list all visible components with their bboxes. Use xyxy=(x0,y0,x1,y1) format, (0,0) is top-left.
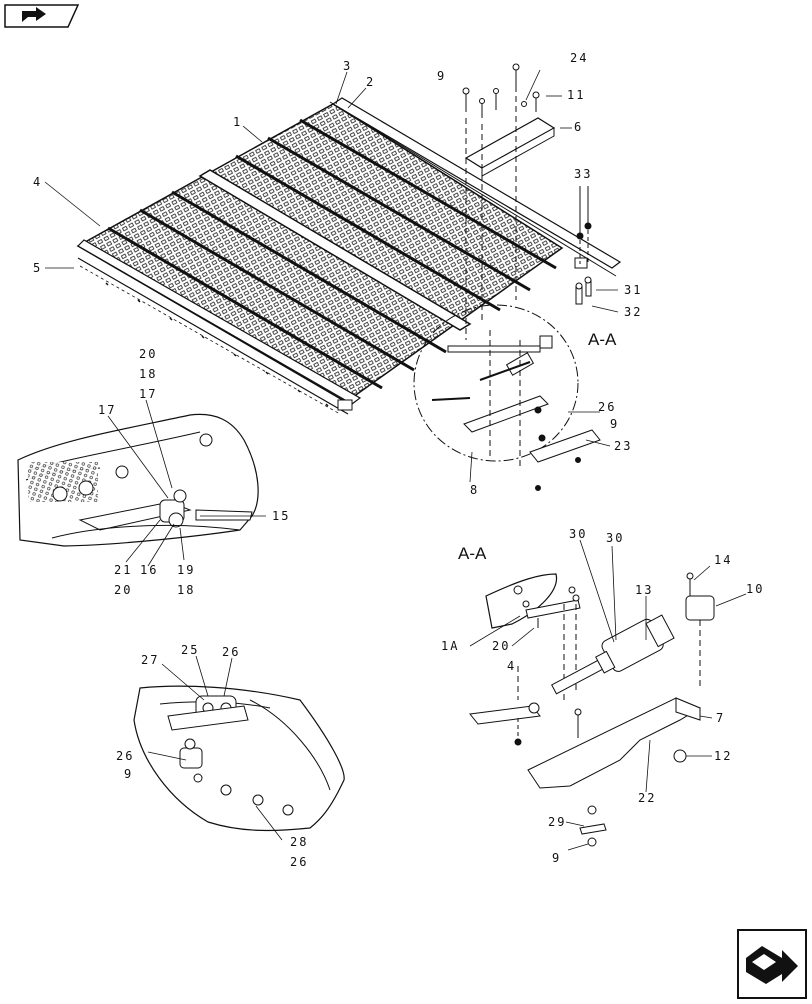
callout-27: 27 xyxy=(141,653,159,667)
callout-23: 23 xyxy=(614,439,632,453)
section-label-main: A-A xyxy=(588,330,617,349)
callout-30-a: 30 xyxy=(569,527,587,541)
callout-18-a: 18 xyxy=(139,367,157,381)
callout-4-b: 4 xyxy=(507,659,516,673)
callout-1A: 1A xyxy=(441,639,459,653)
callout-9-c: 9 xyxy=(124,767,133,781)
callout-9-top: 9 xyxy=(437,69,446,83)
callout-20-b: 20 xyxy=(114,583,132,597)
callout-11: 11 xyxy=(567,88,585,102)
callout-12: 12 xyxy=(714,749,732,763)
callout-33: 33 xyxy=(574,167,592,181)
next-page-arrow-icon xyxy=(746,946,798,984)
callout-labels: 3 2 1 4 5 9 24 11 6 33 31 32 26 9 23 8 2… xyxy=(33,51,764,869)
callout-20-a: 20 xyxy=(139,347,157,361)
callout-16: 16 xyxy=(140,563,158,577)
callout-24: 24 xyxy=(570,51,588,65)
section-label-enlarged: A-A xyxy=(458,544,487,563)
callout-3: 3 xyxy=(343,59,352,73)
section-a-a-detail-circle xyxy=(413,304,611,491)
concave-grate-assembly xyxy=(44,71,622,415)
callout-13: 13 xyxy=(635,583,653,597)
callout-25: 25 xyxy=(181,643,199,657)
callout-26-b: 26 xyxy=(222,645,240,659)
callout-26-mid: 26 xyxy=(598,400,616,414)
callout-19: 19 xyxy=(177,563,195,577)
callout-17-a: 17 xyxy=(139,387,157,401)
callout-21: 21 xyxy=(114,563,132,577)
callout-22: 22 xyxy=(638,791,656,805)
bracket-detail-view xyxy=(133,655,345,841)
callout-10: 10 xyxy=(746,582,764,596)
callout-4: 4 xyxy=(33,175,42,189)
callout-32: 32 xyxy=(624,305,642,319)
callout-26-c: 26 xyxy=(116,749,134,763)
callout-29: 29 xyxy=(548,815,566,829)
callout-26-d: 26 xyxy=(290,855,308,869)
callout-17-b: 17 xyxy=(98,403,116,417)
callout-31: 31 xyxy=(624,283,642,297)
callout-28: 28 xyxy=(290,835,308,849)
callout-8: 8 xyxy=(470,483,479,497)
callout-7: 7 xyxy=(716,711,725,725)
previous-page-button[interactable] xyxy=(4,4,80,28)
callout-5: 5 xyxy=(33,261,42,275)
callout-20-c: 20 xyxy=(492,639,510,653)
callout-30-b: 30 xyxy=(606,531,624,545)
upper-hardware-group xyxy=(462,63,619,340)
linkage-detail-view xyxy=(17,399,266,567)
section-a-a-enlarged-view xyxy=(469,539,747,851)
next-page-button[interactable] xyxy=(737,929,807,999)
callout-9-mid: 9 xyxy=(610,417,619,431)
callout-1: 1 xyxy=(233,115,242,129)
callout-15: 15 xyxy=(272,509,290,523)
previous-page-arrow-icon xyxy=(22,7,46,22)
callout-18-b: 18 xyxy=(177,583,195,597)
callout-6: 6 xyxy=(574,120,583,134)
callout-14: 14 xyxy=(714,553,732,567)
callout-9-bot: 9 xyxy=(552,851,561,865)
callout-2: 2 xyxy=(366,75,375,89)
